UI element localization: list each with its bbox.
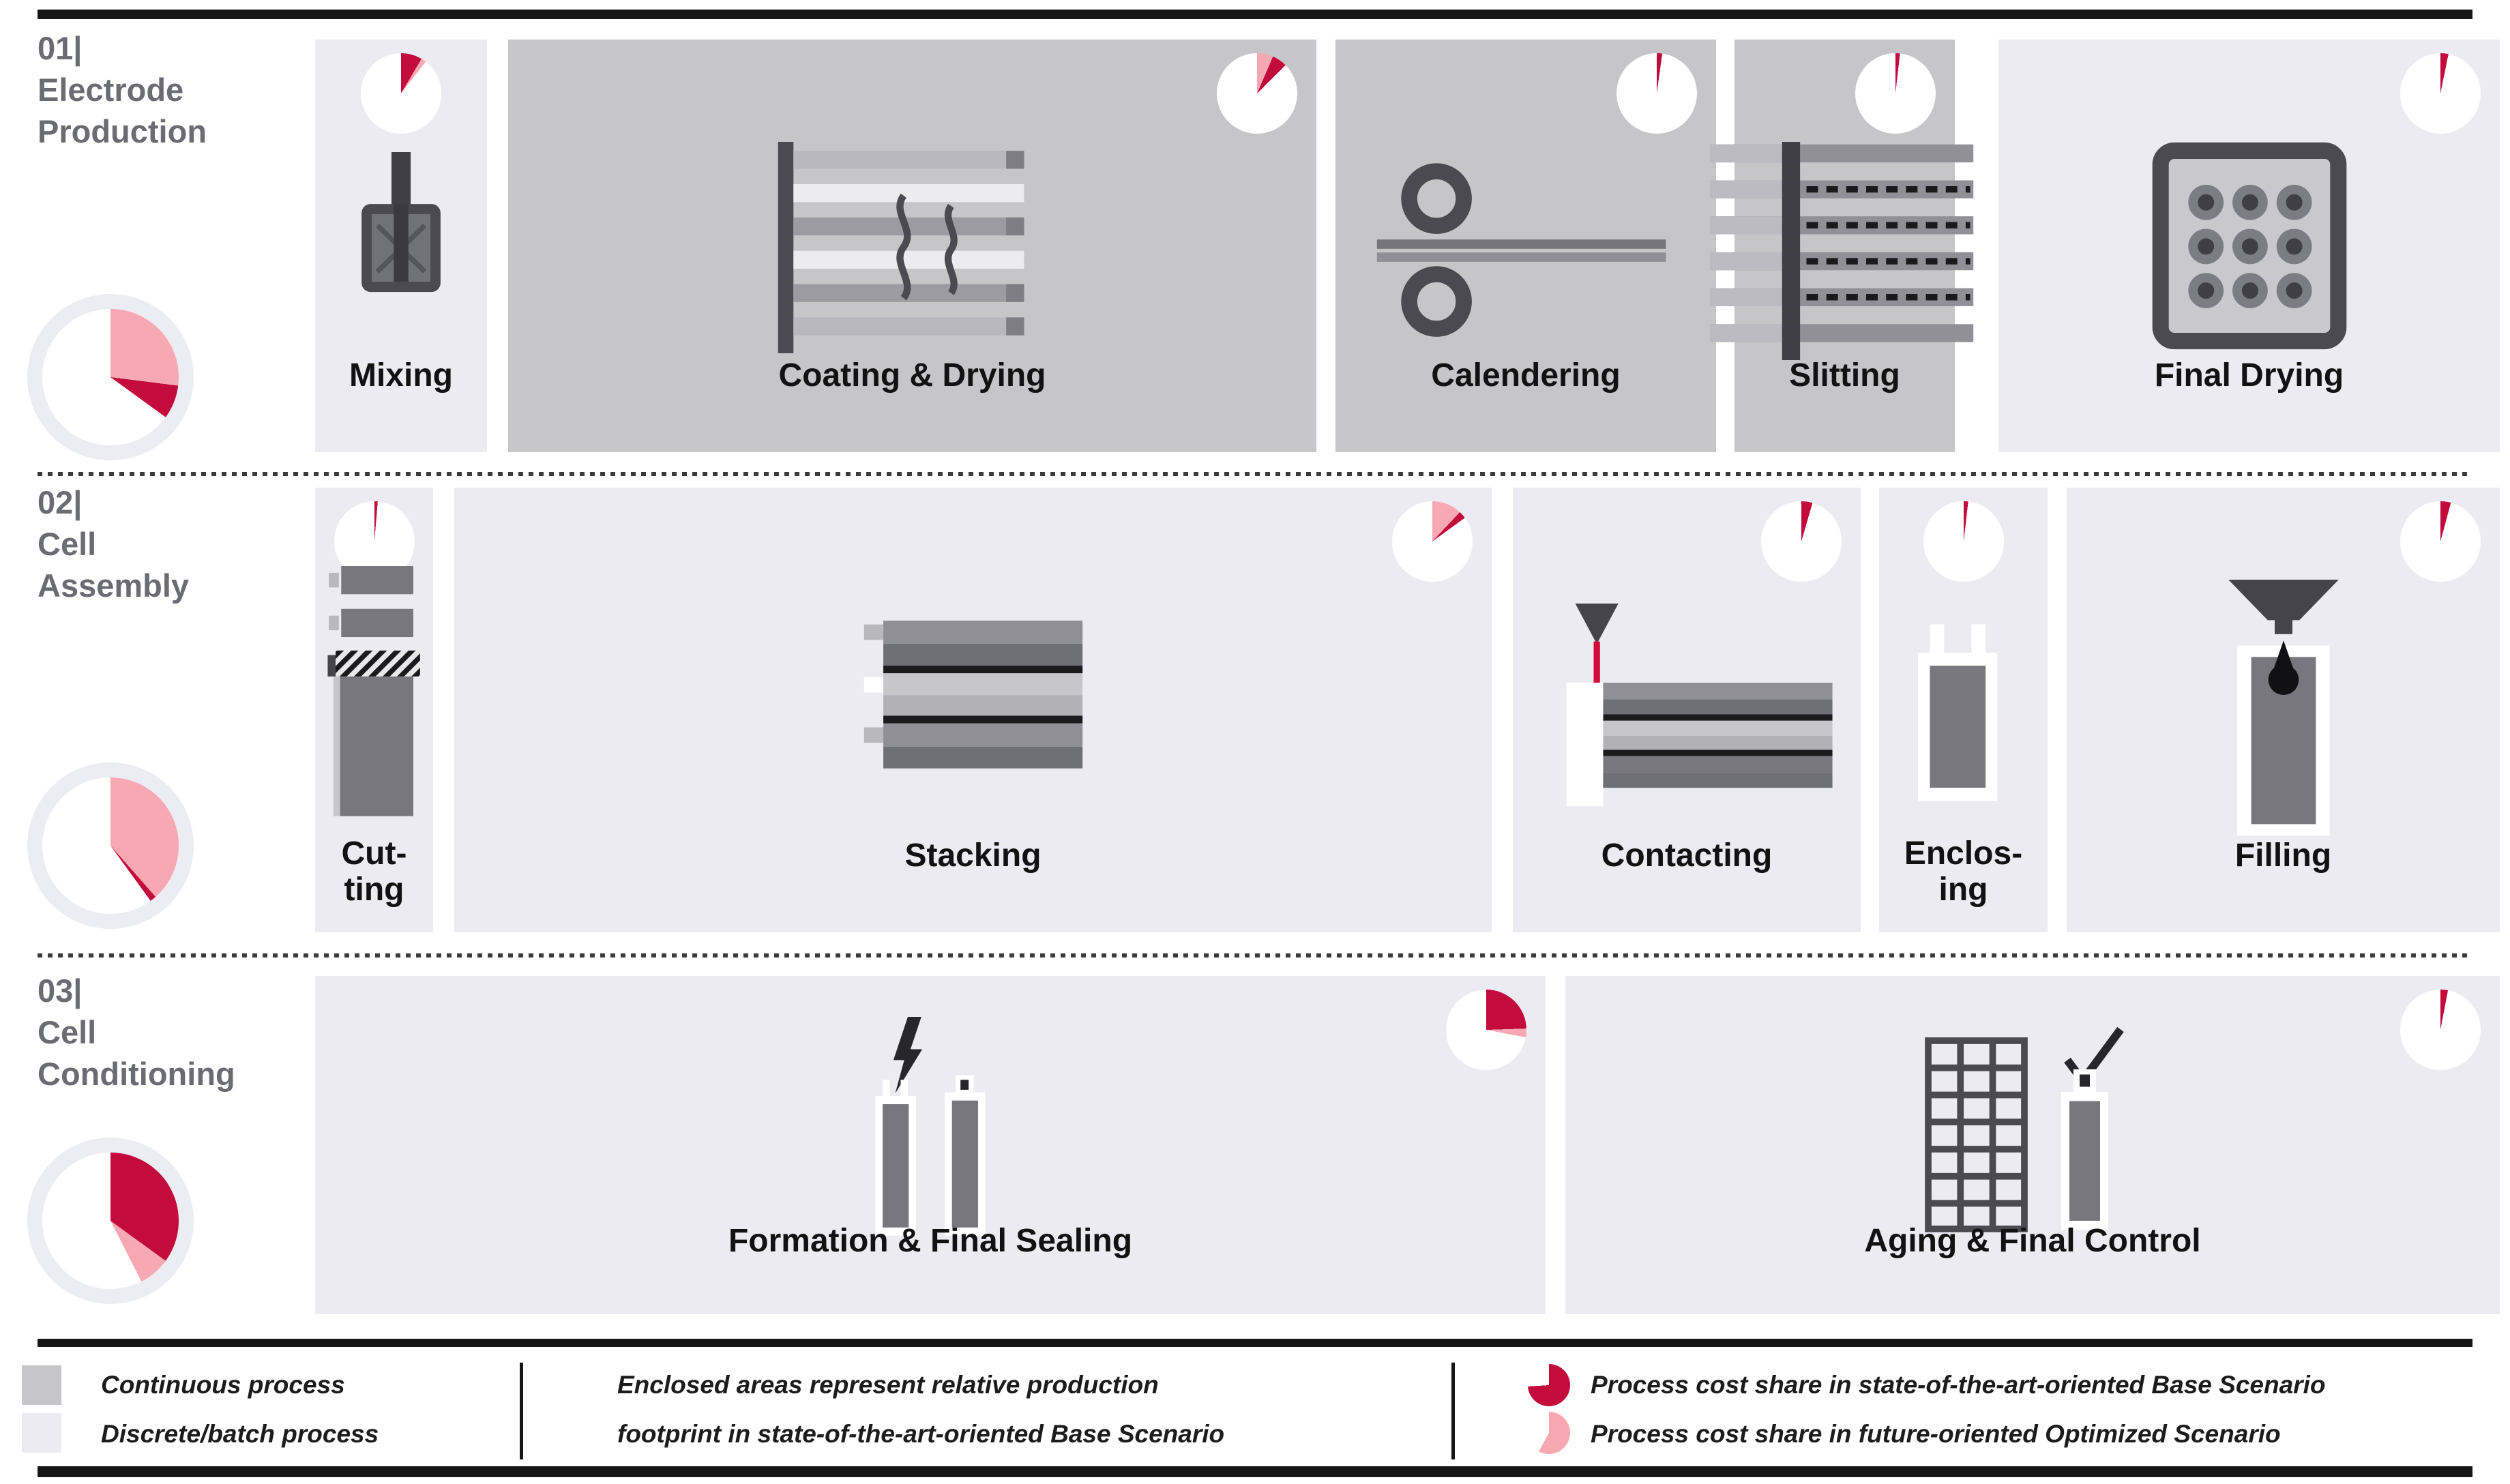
enclosing-icon — [1917, 624, 1997, 801]
legend-footprint-note-line1: Enclosed areas represent relative produc… — [617, 1371, 1159, 1399]
process-label: Coating & Drying — [778, 357, 1046, 394]
stage-title-electrode-production: 01| Electrode Production — [38, 30, 207, 150]
formation-cost-pie — [1446, 990, 1526, 1070]
legend-optimized-scenario-label: Process cost share in future-oriented Op… — [1591, 1420, 2281, 1448]
process-box-formation-final-sealing: Formation & Final Sealing — [315, 976, 1546, 1314]
legend-discrete-swatch — [22, 1413, 61, 1453]
process-label: Stacking — [904, 837, 1042, 874]
process-box-mixing: Mixing — [315, 40, 487, 452]
row-separator-2 — [38, 953, 2472, 958]
process-box-calendering: Calendering — [1335, 40, 1716, 452]
process-box-final-drying: Final Drying — [1998, 40, 2500, 452]
stacking-cost-pie — [1392, 501, 1473, 582]
legend-base-scenario-label: Process cost share in state-of-the-art-o… — [1591, 1371, 2326, 1399]
legend-top-rule — [38, 1339, 2472, 1347]
bottom-rule — [38, 1466, 2472, 1477]
process-label: Cut- ting — [341, 835, 407, 908]
slitting-icon — [1709, 142, 1973, 360]
calendering-icon — [1376, 163, 1666, 337]
aging-cost-pie — [2400, 990, 2481, 1070]
stage-pie-ring — [27, 762, 194, 929]
process-box-slitting: Slitting — [1709, 40, 1973, 452]
legend-continuous-swatch — [22, 1365, 61, 1405]
coating-drying-icon — [778, 142, 1024, 353]
process-label: Contacting — [1601, 837, 1773, 874]
coating-drying-cost-pie — [1217, 53, 1297, 134]
process-box-cutting: Cut- ting — [315, 488, 433, 932]
aging-control-icon — [1925, 1026, 2124, 1232]
contacting-cost-pie — [1761, 501, 1842, 582]
final-drying-icon — [2152, 142, 2346, 350]
calendering-cost-pie — [1616, 53, 1697, 134]
mixing-cost-pie — [361, 53, 441, 134]
enclosing-cost-pie — [1923, 501, 2004, 582]
legend-footprint-note-line2: footprint in state-of-the-art-oriented B… — [617, 1420, 1225, 1448]
legend-optimized-scenario-pie-icon — [1528, 1412, 1570, 1454]
final-drying-cost-pie — [2400, 53, 2481, 134]
filling-icon — [2228, 580, 2339, 836]
legend-discrete-label: Discrete/batch process — [101, 1420, 379, 1448]
process-label: Filling — [2234, 837, 2332, 874]
contacting-icon — [1566, 604, 1833, 807]
process-label: Mixing — [349, 357, 453, 394]
process-box-aging-final-control: Aging & Final Control — [1565, 976, 2500, 1314]
legend-divider — [1451, 1363, 1455, 1459]
cutting-icon — [327, 566, 420, 816]
process-label: Formation & Final Sealing — [728, 1223, 1133, 1260]
row-separator-1 — [38, 472, 2472, 476]
stage-cost-pie-electrode-production — [42, 309, 179, 445]
legend-continuous-label: Continuous process — [101, 1371, 345, 1399]
process-box-contacting: Contacting — [1513, 488, 1861, 932]
top-rule — [38, 10, 2472, 19]
stage-pie-ring — [27, 1138, 194, 1304]
process-label: Final Drying — [2154, 357, 2344, 394]
process-box-stacking: Stacking — [454, 488, 1492, 932]
stage-title-cell-conditioning: 03| Cell Conditioning — [38, 973, 235, 1093]
formation-sealing-icon — [875, 1017, 986, 1236]
stage-cost-pie-cell-conditioning — [42, 1153, 179, 1289]
stage-title-cell-assembly: 02| Cell Assembly — [38, 484, 190, 604]
process-box-enclosing: Enclos- ing — [1879, 488, 2048, 932]
process-box-coating-drying: Coating & Drying — [508, 40, 1316, 452]
mixer-icon — [361, 152, 441, 293]
process-label: Enclos- ing — [1904, 835, 2023, 908]
slitting-cost-pie — [1855, 53, 1936, 134]
process-box-filling: Filling — [2067, 488, 2500, 932]
stage-pie-ring — [27, 294, 194, 460]
stacking-icon — [863, 621, 1082, 769]
process-label: Slitting — [1789, 357, 1900, 394]
legend-base-scenario-pie-icon — [1528, 1364, 1570, 1406]
process-label: Aging & Final Control — [1864, 1223, 2201, 1260]
legend-divider — [520, 1363, 523, 1459]
process-label: Calendering — [1431, 357, 1621, 394]
stage-cost-pie-cell-assembly — [42, 777, 179, 914]
filling-cost-pie — [2400, 501, 2481, 582]
